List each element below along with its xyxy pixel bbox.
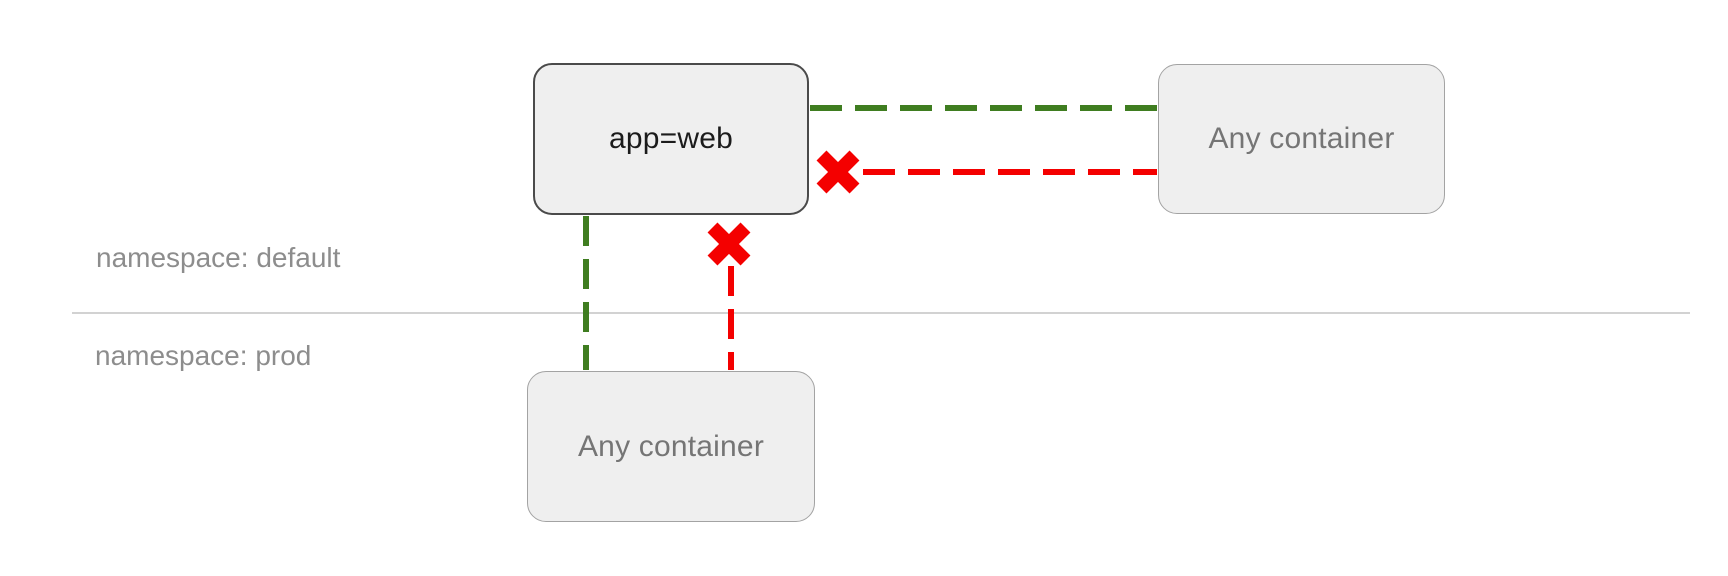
blocked-x-icon <box>707 222 751 266</box>
blocked-x-stroke <box>707 222 751 266</box>
node-any-container-prod: Any container <box>527 371 815 522</box>
blocked-x-stroke <box>816 150 860 194</box>
namespace-prod-label: namespace: prod <box>95 340 312 371</box>
namespace-divider-line <box>72 312 1690 314</box>
blocked-x-icon <box>816 150 860 194</box>
node-app-web: app=web <box>533 63 809 215</box>
blocked-x-stroke <box>707 222 751 266</box>
node-any-container-default: Any container <box>1158 64 1445 214</box>
blocked-x-stroke <box>816 150 860 194</box>
namespace-default-label: namespace: default <box>96 242 341 273</box>
